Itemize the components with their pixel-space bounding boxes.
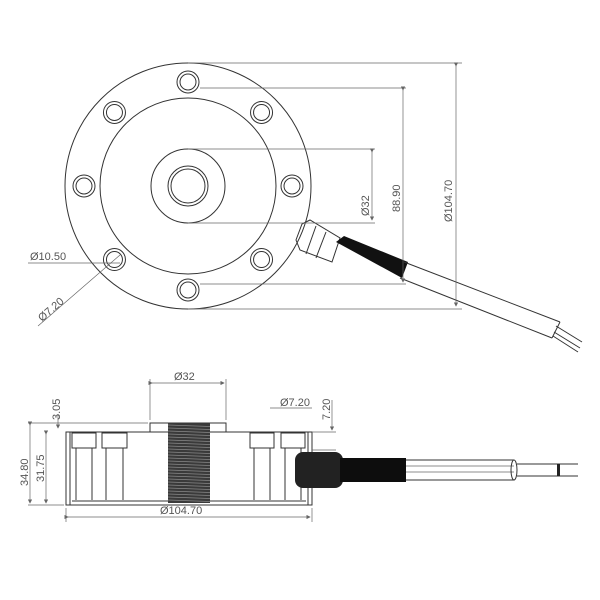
thread-line <box>167 490 211 493</box>
bolt-hole <box>253 103 271 121</box>
thread-line <box>167 469 211 472</box>
thread-line <box>167 433 211 436</box>
bolt-hole <box>250 248 274 272</box>
bolt-holes <box>72 70 304 302</box>
bolt-hole <box>105 103 123 121</box>
thread-line <box>167 436 211 439</box>
dim-total-height: 34.80 <box>19 458 31 486</box>
cable <box>295 219 583 353</box>
top-view: Ø104.70 88.90 Ø32 Ø10.50 Ø7.20 <box>28 62 583 353</box>
thread-line <box>167 430 211 433</box>
side-holes <box>71 432 306 500</box>
thread-line <box>167 466 211 469</box>
thread-line <box>167 463 211 466</box>
thread-line <box>167 424 211 427</box>
bolt-hole <box>75 177 93 195</box>
thread-line <box>167 454 211 457</box>
bore <box>167 165 209 207</box>
dim-bolt-circle: 88.90 <box>391 184 403 212</box>
side-dim-hole-diameter: Ø7.20 <box>280 397 310 409</box>
bolt-hole <box>280 174 304 198</box>
dim-hub-height: 3.05 <box>51 399 63 420</box>
thread-line <box>167 457 211 460</box>
thread-line <box>167 496 211 499</box>
thread-line <box>167 439 211 442</box>
bolt-hole <box>176 70 200 94</box>
bolt-hole <box>253 251 271 269</box>
thread-line <box>167 442 211 445</box>
thread-line <box>167 481 211 484</box>
side-dim-outer-diameter: Ø104.70 <box>160 505 202 517</box>
side-dim-hub-diameter: Ø32 <box>174 371 195 383</box>
thread-line <box>167 460 211 463</box>
thread-line <box>167 499 211 502</box>
thread-line <box>167 451 211 454</box>
bolt-hole <box>179 281 197 299</box>
dim-body-height: 31.75 <box>35 454 47 482</box>
outer-flange <box>64 62 312 310</box>
thread-line <box>167 493 211 496</box>
bore-inner <box>170 168 206 204</box>
thread-line <box>167 484 211 487</box>
dim-hole-diameter: Ø7.20 <box>36 296 66 325</box>
inner-body <box>99 97 277 275</box>
dim-counterbore: Ø10.50 <box>30 251 66 263</box>
thread-line <box>167 472 211 475</box>
dim-hole-depth: 7.20 <box>321 399 333 420</box>
thread-line <box>167 448 211 451</box>
center-thread <box>168 423 210 503</box>
thread-line <box>167 478 211 481</box>
thread-line <box>167 487 211 490</box>
bolt-hole <box>179 73 197 91</box>
hub <box>150 148 226 224</box>
bolt-hole <box>283 177 301 195</box>
dim-hub-diameter: Ø32 <box>360 195 372 216</box>
side-cable <box>295 452 578 488</box>
thread-line <box>167 475 211 478</box>
bolt-hole <box>102 100 126 124</box>
bolt-hole <box>72 174 96 198</box>
bolt-hole <box>176 278 200 302</box>
dim-outer-diameter: Ø104.70 <box>443 180 455 222</box>
thread-line <box>167 445 211 448</box>
bolt-hole <box>250 100 274 124</box>
bolt-hole <box>105 251 123 269</box>
side-view: Ø32 3.05 34.80 31.75 Ø7.20 7.20 Ø104.70 <box>19 371 578 522</box>
thread-line <box>167 427 211 430</box>
bolt-hole <box>102 248 126 272</box>
thread-lines <box>167 424 211 502</box>
